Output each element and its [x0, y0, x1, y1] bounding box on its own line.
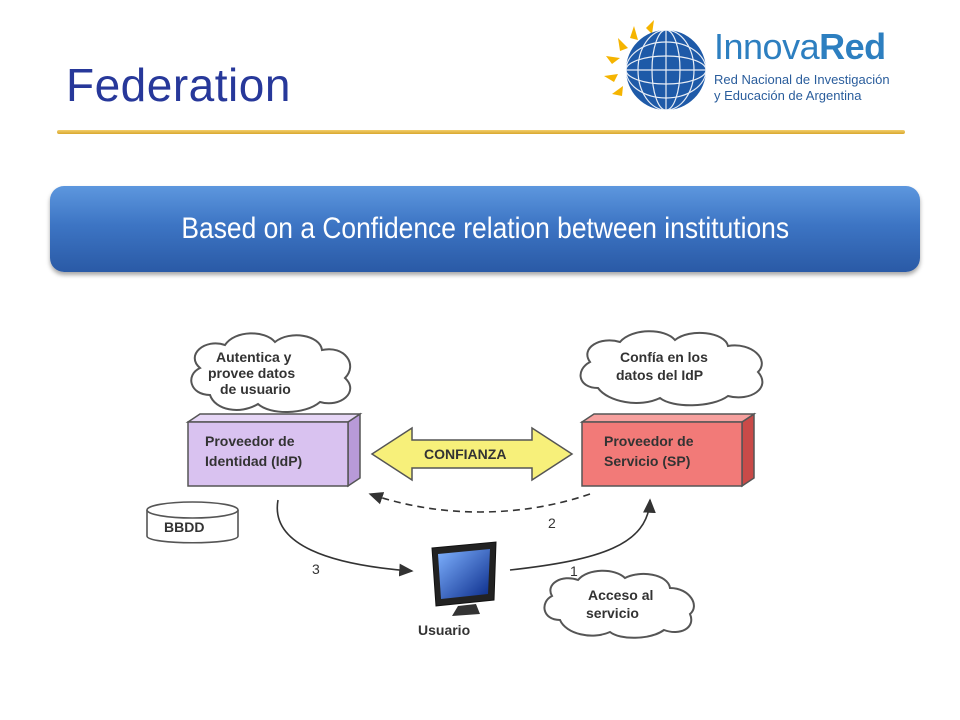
globe-sun-icon — [604, 20, 707, 111]
idp-label-line2: Identidad (IdP) — [205, 453, 302, 469]
cloud-idp-line1: Autentica y — [216, 349, 292, 365]
trust-arrow: CONFIANZA — [370, 426, 574, 482]
cloud-user-line1: Acceso al — [588, 587, 653, 603]
cloud-sp-line2: datos del IdP — [616, 367, 703, 383]
idp-label-line1: Proveedor de — [205, 433, 295, 449]
user-label: Usuario — [418, 622, 470, 638]
cloud-idp: Autentica y provee datos de usuario — [190, 332, 352, 413]
innovared-logo: InnovaRed Red Nacional de Investigación … — [598, 18, 918, 118]
logo-name-part1: Innova — [714, 26, 820, 67]
banner-text: Based on a Confidence relation between i… — [181, 212, 789, 245]
cloud-user-line2: servicio — [586, 605, 639, 621]
title-divider — [57, 130, 905, 134]
step2-label: 2 — [548, 515, 556, 531]
sp-label-line1: Proveedor de — [604, 433, 694, 449]
logo-subtitle-line2: y Educación de Argentina — [714, 88, 862, 103]
idp-box: Proveedor de Identidad (IdP) — [185, 412, 363, 488]
sp-box: Proveedor de Servicio (SP) — [579, 412, 757, 488]
cloud-sp: Confía en los datos del IdP — [579, 330, 764, 407]
logo-name: InnovaRed — [714, 26, 886, 68]
trust-label: CONFIANZA — [424, 446, 506, 462]
step3-arrow — [276, 499, 414, 577]
cloud-user: Acceso al servicio — [543, 569, 695, 639]
logo-subtitle-line1: Red Nacional de Investigación — [714, 72, 890, 87]
database-label: BBDD — [164, 519, 204, 535]
cloud-idp-line2: provee datos — [208, 365, 295, 381]
step2-arrow — [368, 492, 591, 513]
database-icon: BBDD — [146, 501, 239, 544]
cloud-idp-line3: de usuario — [220, 381, 291, 397]
step3-label: 3 — [312, 561, 320, 577]
step1-label: 1 — [570, 563, 578, 579]
monitor-icon — [431, 541, 497, 616]
logo-name-part2: Red — [819, 26, 886, 67]
step1-arrow — [509, 498, 656, 571]
cloud-sp-line1: Confía en los — [620, 349, 708, 365]
slide-title: Federation — [66, 59, 291, 111]
sp-label-line2: Servicio (SP) — [604, 453, 690, 469]
banner: Based on a Confidence relation between i… — [50, 186, 920, 272]
